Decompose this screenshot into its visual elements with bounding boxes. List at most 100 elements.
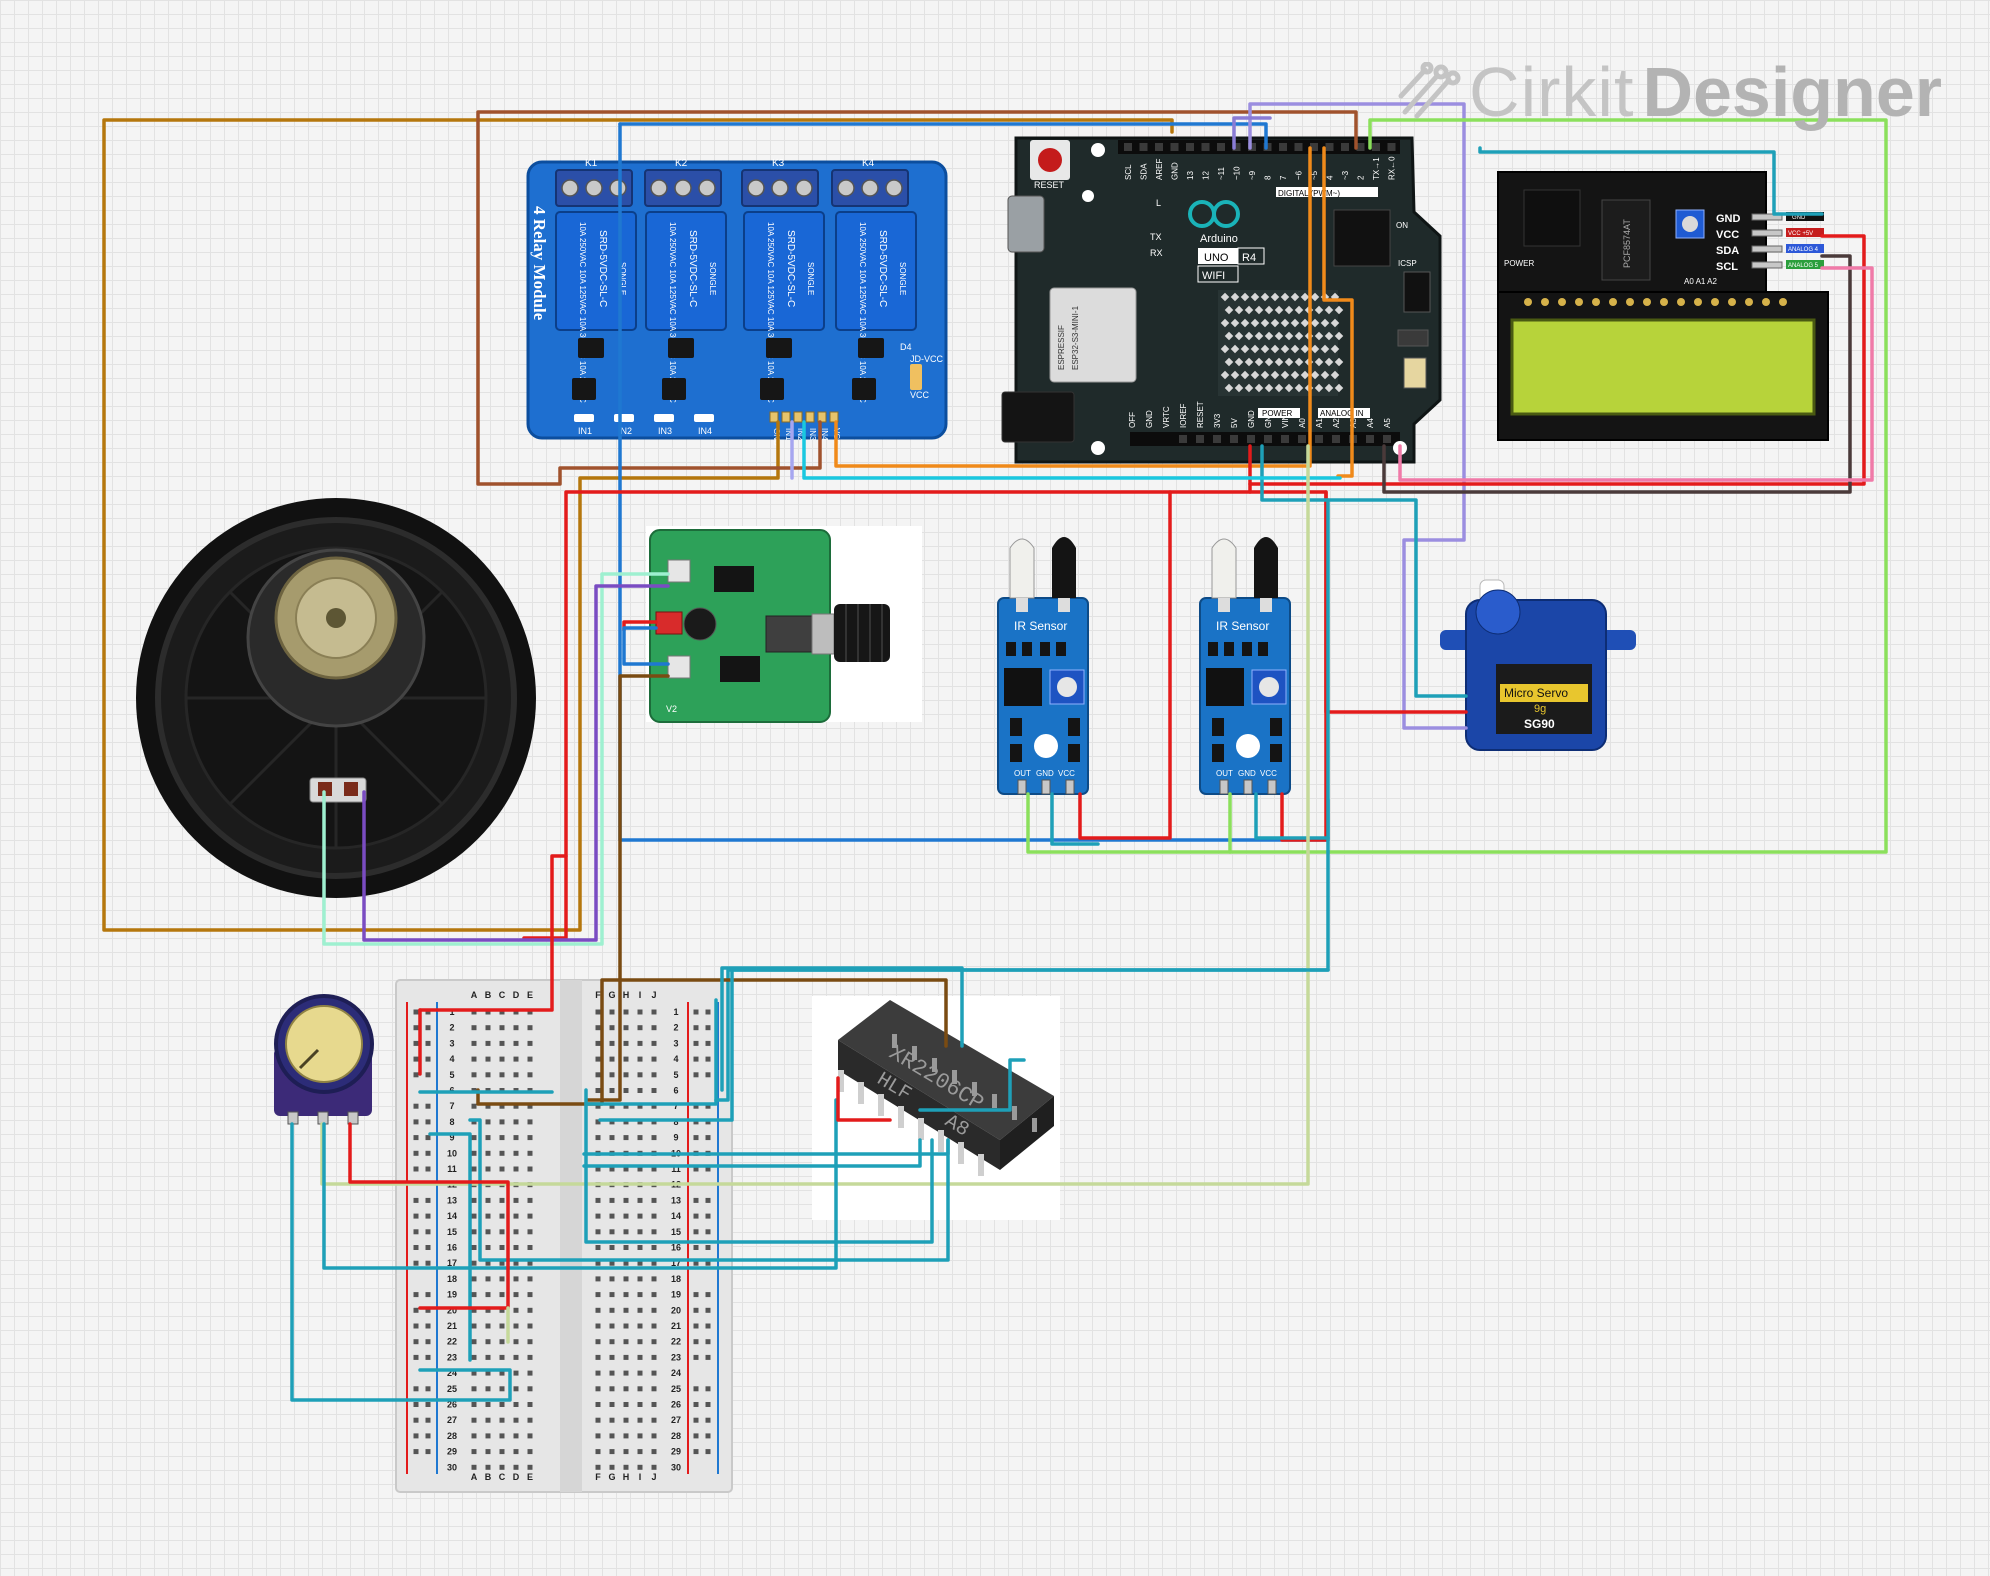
breadboard-hole[interactable] [499,1402,505,1407]
breadboard-rail-hole[interactable] [693,1056,699,1062]
breadboard-hole[interactable] [637,1040,643,1046]
speaker[interactable] [136,498,536,898]
digital-pin[interactable] [1201,143,1210,151]
breadboard-rail-hole[interactable] [413,1433,419,1439]
breadboard-rail-hole[interactable] [413,1229,419,1235]
breadboard-hole[interactable] [609,1229,615,1235]
breadboard-rail-hole[interactable] [425,1323,431,1329]
breadboard-hole[interactable] [637,1449,643,1455]
breadboard-rail-hole[interactable] [425,1135,431,1141]
breadboard-hole[interactable] [595,1088,601,1093]
breadboard-rail-hole[interactable] [425,1354,431,1360]
breadboard-rail-hole[interactable] [413,1260,419,1266]
breadboard-hole[interactable] [623,1260,629,1266]
breadboard-hole[interactable] [471,1103,477,1109]
breadboard-hole[interactable] [595,1229,601,1235]
breadboard-hole[interactable] [527,1009,533,1015]
breadboard-rail-hole[interactable] [413,1072,419,1078]
breadboard-hole[interactable] [637,1025,643,1031]
breadboard-hole[interactable] [637,1245,643,1250]
breadboard-hole[interactable] [485,1292,491,1298]
breadboard-hole[interactable] [623,1386,629,1392]
breadboard-rail-hole[interactable] [705,1197,711,1203]
breadboard-hole[interactable] [595,1056,601,1062]
breadboard-hole[interactable] [499,1354,505,1360]
breadboard-hole[interactable] [527,1449,533,1455]
digital-pin[interactable] [1387,143,1396,151]
breadboard-hole[interactable] [471,1197,477,1203]
digital-pin[interactable] [1341,143,1349,151]
breadboard-rail-hole[interactable] [413,1339,419,1345]
breadboard-hole[interactable] [651,1213,657,1219]
breadboard-hole[interactable] [637,1072,643,1078]
amp-terminal-power[interactable] [655,611,683,635]
breadboard-rail-hole[interactable] [413,1166,419,1172]
breadboard-hole[interactable] [527,1354,533,1360]
breadboard-hole[interactable] [651,1354,657,1360]
breadboard-hole[interactable] [637,1166,643,1172]
breadboard-hole[interactable] [595,1276,601,1282]
breadboard-hole[interactable] [623,1276,629,1282]
breadboard-rail-hole[interactable] [693,1386,699,1392]
breadboard-rail-hole[interactable] [693,1213,699,1219]
breadboard-hole[interactable] [651,1276,657,1282]
potentiometer[interactable] [274,994,374,1125]
breadboard-hole[interactable] [471,1307,477,1313]
breadboard-rail-hole[interactable] [425,1072,431,1078]
breadboard-rail-hole[interactable] [693,1025,699,1031]
breadboard-hole[interactable] [527,1276,533,1282]
digital-pin[interactable] [1155,143,1163,151]
breadboard-hole[interactable] [485,1402,491,1407]
breadboard-hole[interactable] [527,1245,533,1250]
breadboard-hole[interactable] [471,1433,477,1439]
breadboard-hole[interactable] [651,1323,657,1329]
breadboard-hole[interactable] [623,1307,629,1313]
breadboard-hole[interactable] [527,1056,533,1062]
breadboard-hole[interactable] [485,1339,491,1345]
breadboard-hole[interactable] [499,1307,505,1313]
breadboard-hole[interactable] [485,1103,491,1109]
breadboard-rail-hole[interactable] [413,1197,419,1203]
breadboard-hole[interactable] [651,1449,657,1455]
breadboard-hole[interactable] [485,1119,491,1125]
breadboard-hole[interactable] [651,1009,657,1015]
breadboard-rail-hole[interactable] [693,1339,699,1345]
digital-pin[interactable] [1372,143,1380,151]
breadboard-hole[interactable] [513,1433,519,1439]
pot-knob[interactable] [285,1005,363,1083]
breadboard-hole[interactable] [499,1229,505,1235]
breadboard-hole[interactable] [527,1339,533,1345]
breadboard-rail-hole[interactable] [705,1417,711,1423]
breadboard-hole[interactable] [637,1260,643,1266]
power-pin[interactable] [1281,435,1289,443]
breadboard-rail-hole[interactable] [413,1449,419,1455]
breadboard-hole[interactable] [471,1245,477,1250]
breadboard-rail-hole[interactable] [693,1040,699,1046]
breadboard-hole[interactable] [527,1135,533,1141]
breadboard-rail-hole[interactable] [425,1449,431,1455]
breadboard-hole[interactable] [471,1056,477,1062]
breadboard-rail-hole[interactable] [425,1009,431,1015]
breadboard-hole[interactable] [485,1323,491,1329]
breadboard-hole[interactable] [527,1386,533,1392]
arduino-uno-board[interactable]: RESET ESPRESSIF ESP32-S3-MINI-1 Arduino … [1001,136,1442,464]
breadboard-rail-hole[interactable] [693,1260,699,1266]
amp-terminal-speaker[interactable] [667,559,691,583]
breadboard-rail-hole[interactable] [413,1402,419,1407]
digital-pin[interactable] [1186,143,1194,151]
breadboard-hole[interactable] [595,1417,601,1423]
breadboard-hole[interactable] [637,1103,643,1109]
breadboard-hole[interactable] [485,1072,491,1078]
breadboard-rail-hole[interactable] [413,1307,419,1313]
breadboard-hole[interactable] [471,1213,477,1219]
breadboard-hole[interactable] [527,1464,533,1470]
power-pin[interactable] [1196,435,1204,443]
breadboard-hole[interactable] [513,1449,519,1455]
breadboard-hole[interactable] [527,1370,533,1376]
breadboard-hole[interactable] [513,1386,519,1392]
breadboard-rail-hole[interactable] [705,1323,711,1329]
breadboard-hole[interactable] [637,1386,643,1392]
breadboard-hole[interactable] [485,1056,491,1062]
breadboard-rail-hole[interactable] [413,1150,419,1156]
breadboard-rail-hole[interactable] [413,1323,419,1329]
